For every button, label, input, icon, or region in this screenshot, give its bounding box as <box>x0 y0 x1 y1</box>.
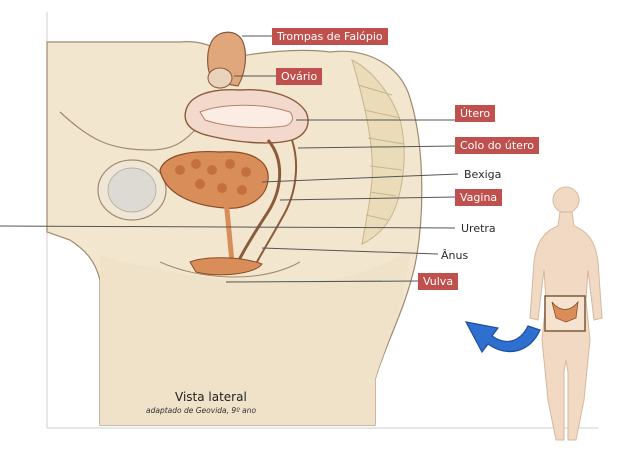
label-vulva: Vulva <box>418 273 458 290</box>
label-ovary: Ovário <box>276 68 322 85</box>
ovary-shape <box>208 68 232 88</box>
label-cervix: Colo do útero <box>455 137 539 154</box>
curved-arrow-icon <box>466 322 540 352</box>
label-vagina: Vagina <box>455 189 502 206</box>
label-uterus: Útero <box>455 105 495 122</box>
label-bladder: Bexiga <box>461 166 504 183</box>
label-fallopian-tubes: Trompas de Falópio <box>272 28 388 45</box>
diagram-caption: Vista lateral <box>175 390 247 404</box>
diagram-credit: adaptado de Geovida, 9º ano <box>146 406 256 415</box>
pubic-bone-inner <box>108 168 156 212</box>
label-urethra: Uretra <box>458 220 499 237</box>
label-anus: Ânus <box>438 247 471 264</box>
